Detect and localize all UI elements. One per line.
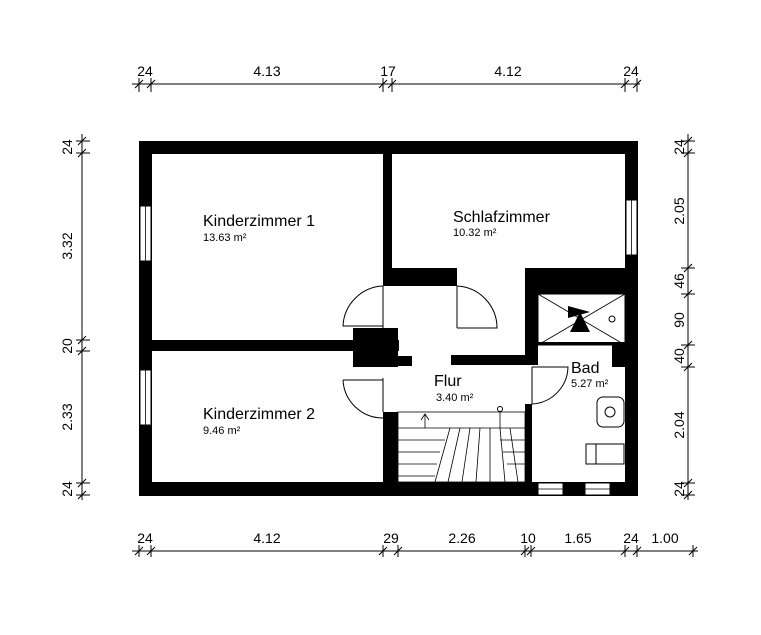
- dim-right-2: 46: [671, 273, 687, 289]
- room-flur-name: Flur: [434, 373, 462, 390]
- room-kinderzimmer-2-area: 9.46 m²: [203, 425, 241, 437]
- dim-right-4: 40: [671, 348, 687, 364]
- dim-left-1: 3.32: [59, 232, 75, 259]
- doors: [342, 285, 569, 419]
- room-labels: Kinderzimmer 1 13.63 m² Schlafzimmer 10.…: [203, 209, 609, 437]
- dim-top-0: 24: [137, 63, 153, 79]
- dim-left-3: 2.33: [59, 403, 75, 430]
- walls: [139, 141, 638, 496]
- dimension-bottom: 24 4.12 29 2.26 10 1.65 24 1.00: [132, 530, 698, 557]
- staircase: [397, 406, 526, 483]
- dim-right-5: 2.04: [671, 411, 687, 438]
- dim-right-1: 2.05: [671, 197, 687, 224]
- room-kinderzimmer-1-area: 13.63 m²: [203, 232, 247, 244]
- dim-bottom-6: 24: [623, 530, 639, 546]
- dim-bottom-7: 1.00: [651, 530, 678, 546]
- dim-top-3: 4.12: [494, 63, 521, 79]
- room-schlafzimmer-name: Schlafzimmer: [453, 209, 551, 226]
- dim-bottom-2: 29: [383, 530, 399, 546]
- dim-right-0: 24: [671, 139, 687, 155]
- room-bad-area: 5.27 m²: [571, 378, 609, 390]
- dim-left-2: 20: [59, 338, 75, 354]
- room-bad-name: Bad: [571, 360, 599, 377]
- dimension-top: 24 4.13 17 4.12 24: [132, 63, 642, 92]
- room-kinderzimmer-1-name: Kinderzimmer 1: [203, 213, 315, 230]
- dim-bottom-1: 4.12: [253, 530, 280, 546]
- dim-left-4: 24: [59, 481, 75, 497]
- bathroom-fixtures: [537, 293, 626, 465]
- room-flur-area: 3.40 m²: [436, 392, 474, 404]
- room-schlafzimmer-area: 10.32 m²: [453, 227, 497, 239]
- dim-top-2: 17: [380, 63, 396, 79]
- dim-bottom-3: 2.26: [448, 530, 475, 546]
- dimension-left: 24 3.32 20 2.33 24: [59, 134, 90, 500]
- dim-bottom-4: 10: [520, 530, 536, 546]
- dimension-right: 24 2.05 46 90 40 2.04 24: [671, 134, 695, 500]
- dim-bottom-5: 1.65: [564, 530, 591, 546]
- dim-left-0: 24: [59, 139, 75, 155]
- dim-top-4: 24: [623, 63, 639, 79]
- dim-top-1: 4.13: [253, 63, 280, 79]
- room-kinderzimmer-2-name: Kinderzimmer 2: [203, 406, 315, 423]
- dim-right-6: 24: [671, 481, 687, 497]
- dim-bottom-0: 24: [137, 530, 153, 546]
- windows: [139, 199, 638, 496]
- dim-right-3: 90: [671, 312, 687, 328]
